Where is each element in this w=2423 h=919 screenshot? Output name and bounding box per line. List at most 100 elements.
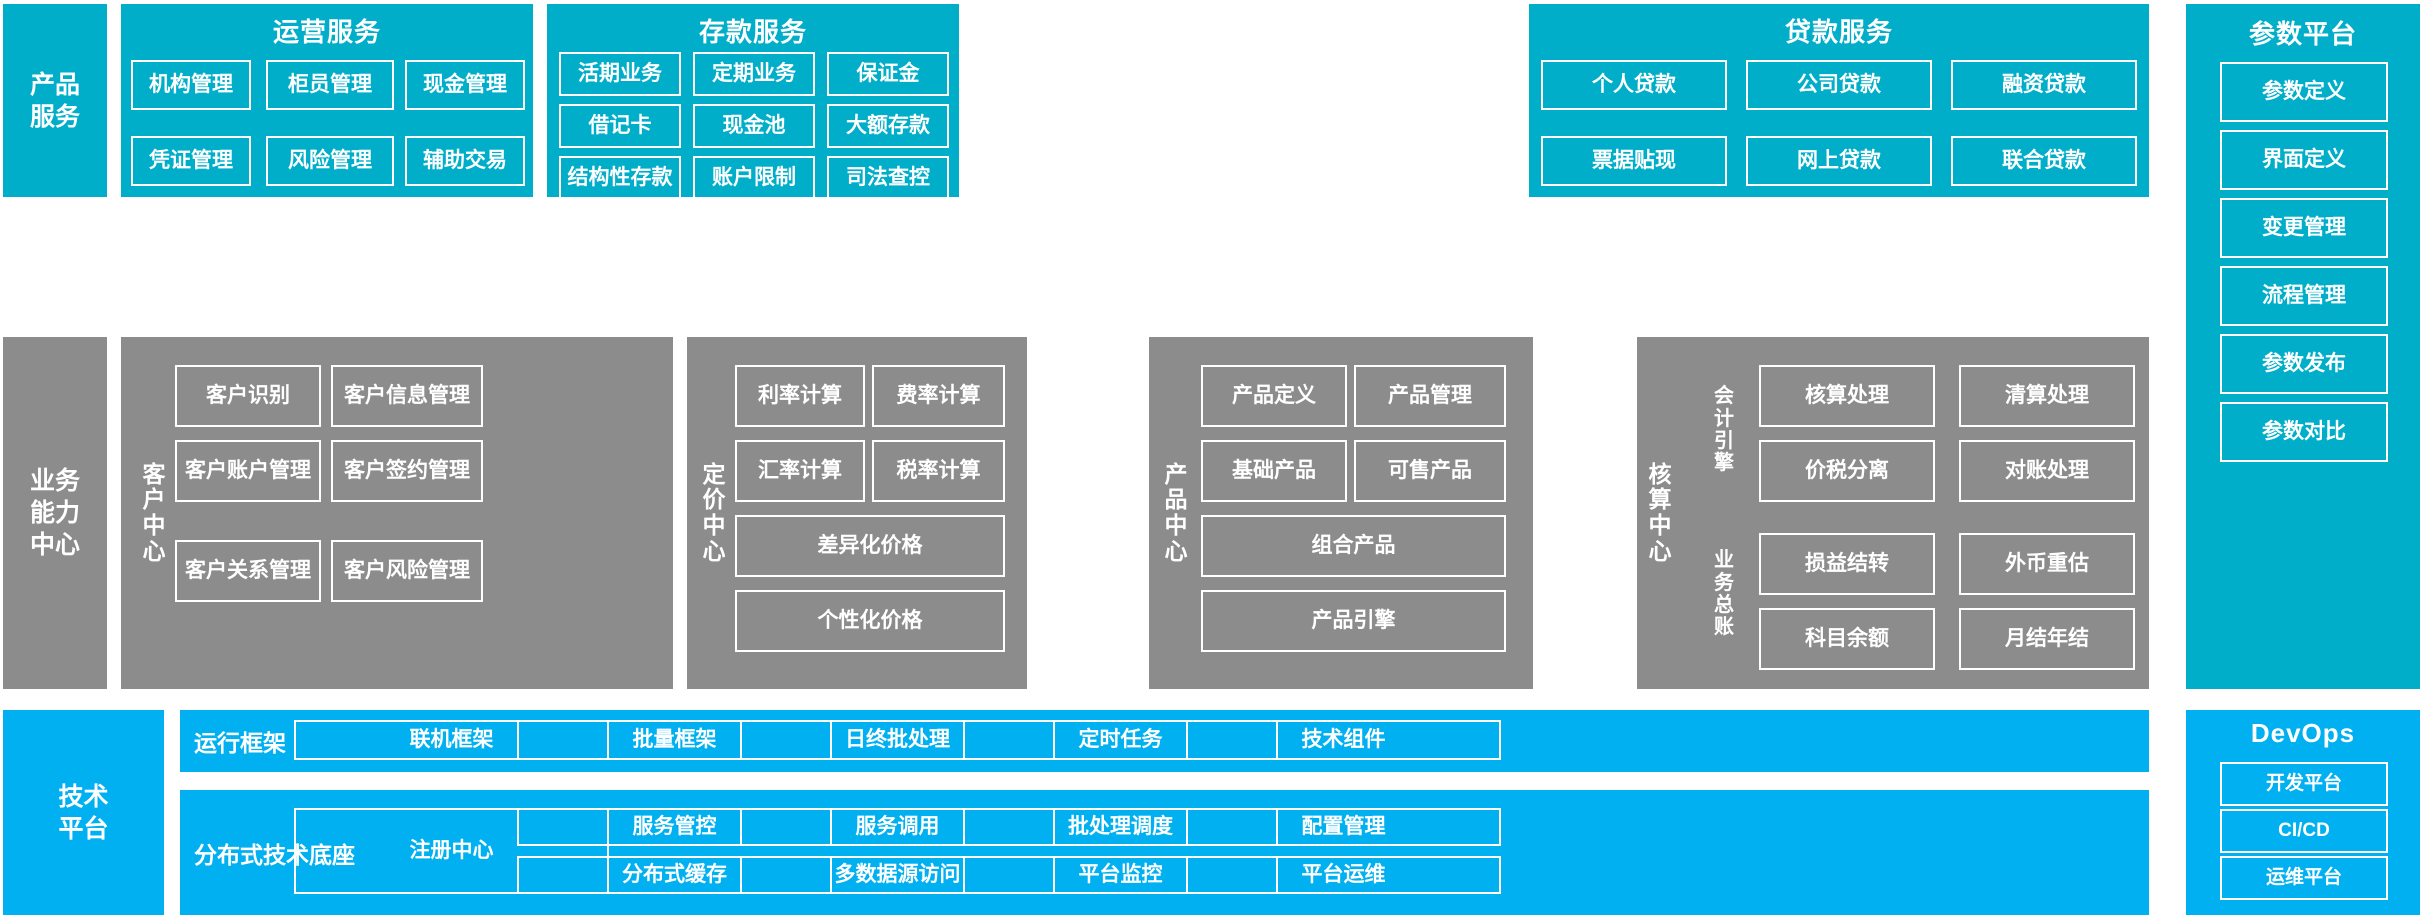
tile-xianjin-guanli[interactable]: 现金管理 bbox=[405, 60, 525, 110]
tile-jiemian-dingyi[interactable]: 界面定义 bbox=[2220, 130, 2388, 190]
tile-pingtai-jiankong[interactable]: 平台监控 bbox=[963, 856, 1278, 894]
tile-liucheng-guanli[interactable]: 流程管理 bbox=[2220, 266, 2388, 326]
group-title-deposit-service: 存款服务 bbox=[698, 17, 807, 47]
tile-kehu-zhanghu-guanli[interactable]: 客户账户管理 bbox=[175, 440, 321, 502]
vlabel-customer-center: 客 户 中 心 bbox=[142, 460, 166, 564]
tile-canshu-dingyi[interactable]: 参数定义 bbox=[2220, 62, 2388, 122]
vlabel-accounting-center: 核 算 中 心 bbox=[1648, 460, 1672, 564]
tile-sunyi-jiezhuan[interactable]: 损益结转 bbox=[1759, 533, 1935, 595]
tile-shuilv-jisuan[interactable]: 税率计算 bbox=[872, 440, 1005, 502]
tile-feilv-jisuan[interactable]: 费率计算 bbox=[872, 365, 1005, 427]
tile-peizhi-guanli[interactable]: 配置管理 bbox=[1186, 808, 1501, 846]
group-title-devops: DevOps bbox=[2250, 718, 2356, 748]
tile-daee-cunkuan[interactable]: 大额存款 bbox=[827, 104, 949, 148]
tile-keshou-chanpin[interactable]: 可售产品 bbox=[1354, 440, 1506, 502]
tile-jishu-zujian[interactable]: 技术组件 bbox=[1186, 720, 1501, 760]
label-distributed-foundation: 分布式技术底座 bbox=[194, 841, 355, 868]
row-distributed-foundation: 分布式技术底座 注册中心 服务管控 服务调用 批处理调度 配置管理 分布式缓存 … bbox=[180, 790, 2149, 915]
tile-fuwu-guankong[interactable]: 服务管控 bbox=[517, 808, 832, 846]
tile-baozhengjin[interactable]: 保证金 bbox=[827, 52, 949, 96]
tile-lianhe-daikuan[interactable]: 联合贷款 bbox=[1951, 136, 2137, 186]
tile-ci-cd[interactable]: CI/CD bbox=[2220, 809, 2388, 853]
tile-duoshujuyuan-fangwen[interactable]: 多数据源访问 bbox=[740, 856, 1055, 894]
group-accounting-center: 核 算 中 心 会 计 引 擎 业 务 总 账 核算处理 清算处理 价税分离 对… bbox=[1637, 337, 2149, 689]
tile-rizhong-pichuli[interactable]: 日终批处理 bbox=[740, 720, 1055, 760]
tile-kehu-shibie[interactable]: 客户识别 bbox=[175, 365, 321, 427]
tile-piaoju-tiexian[interactable]: 票据贴现 bbox=[1541, 136, 1727, 186]
layer-spine-product-service: 产品 服务 bbox=[3, 4, 107, 197]
tile-jiashui-fenli[interactable]: 价税分离 bbox=[1759, 440, 1935, 502]
tile-fuzhu-jiaoyi[interactable]: 辅助交易 bbox=[405, 136, 525, 186]
tile-kemu-yue[interactable]: 科目余额 bbox=[1759, 608, 1935, 670]
tile-chayihua-jiage[interactable]: 差异化价格 bbox=[735, 515, 1005, 577]
tile-jiegouxing-cunkuan[interactable]: 结构性存款 bbox=[559, 156, 681, 200]
group-loan-service: 贷款服务 个人贷款 公司贷款 融资贷款 票据贴现 网上贷款 联合贷款 bbox=[1529, 4, 2149, 197]
tile-gongsi-daikuan[interactable]: 公司贷款 bbox=[1746, 60, 1932, 110]
tile-gexinghua-jiage[interactable]: 个性化价格 bbox=[735, 590, 1005, 652]
spine-line-1: 业务 bbox=[29, 467, 80, 495]
group-deposit-service: 存款服务 活期业务 定期业务 保证金 借记卡 现金池 大额存款 结构性存款 账户… bbox=[547, 4, 959, 200]
tile-kehu-xinxi-guanli[interactable]: 客户信息管理 bbox=[331, 365, 483, 427]
tile-pingtai-yunwei[interactable]: 平台运维 bbox=[1186, 856, 1501, 894]
tile-xianjinchi[interactable]: 现金池 bbox=[693, 104, 815, 148]
tile-chanpin-guanli[interactable]: 产品管理 bbox=[1354, 365, 1506, 427]
layer-spine-business-capability: 业务 能力 中心 bbox=[3, 337, 107, 689]
tile-pichuli-diaodu[interactable]: 批处理调度 bbox=[963, 808, 1278, 846]
tile-yunwei-pingtai[interactable]: 运维平台 bbox=[2220, 856, 2388, 900]
tile-fenbushi-huancun[interactable]: 分布式缓存 bbox=[517, 856, 832, 894]
tile-lilv-jisuan[interactable]: 利率计算 bbox=[735, 365, 865, 427]
tile-zhanghu-xianzhi[interactable]: 账户限制 bbox=[693, 156, 815, 200]
tile-piliang-kuangjia[interactable]: 批量框架 bbox=[517, 720, 832, 760]
vlabel-business-ledger: 业 务 总 账 bbox=[1714, 549, 1734, 639]
tile-biangeng-guanli[interactable]: 变更管理 bbox=[2220, 198, 2388, 258]
tile-chanpin-yinqing[interactable]: 产品引擎 bbox=[1201, 590, 1506, 652]
tile-waibi-chonggu[interactable]: 外币重估 bbox=[1959, 533, 2135, 595]
tile-fengxian-guanli[interactable]: 风险管理 bbox=[266, 136, 394, 186]
tile-dingqi-yewu[interactable]: 定期业务 bbox=[693, 52, 815, 96]
group-customer-center: 客 户 中 心 客户识别 客户信息管理 客户账户管理 客户签约管理 客户关系管理… bbox=[121, 337, 673, 689]
spine-line-2: 平台 bbox=[58, 814, 109, 843]
group-title-parameter-platform: 参数平台 bbox=[2248, 19, 2357, 49]
tile-pingzheng-guanli[interactable]: 凭证管理 bbox=[131, 136, 251, 186]
tile-rongzi-daikuan[interactable]: 融资贷款 bbox=[1951, 60, 2137, 110]
tile-canshu-duibi[interactable]: 参数对比 bbox=[2220, 402, 2388, 462]
vlabel-pricing-center: 定 价 中 心 bbox=[702, 460, 726, 564]
tile-yuejie-nianjie[interactable]: 月结年结 bbox=[1959, 608, 2135, 670]
tile-kehu-qianyue-guanli[interactable]: 客户签约管理 bbox=[331, 440, 483, 502]
label-runtime-framework: 运行框架 bbox=[194, 730, 286, 756]
tile-duizhang-chuli[interactable]: 对账处理 bbox=[1959, 440, 2135, 502]
spine-line-3: 中心 bbox=[29, 531, 80, 559]
vlabel-product-center: 产 品 中 心 bbox=[1164, 460, 1188, 564]
tile-wangshang-daikuan[interactable]: 网上贷款 bbox=[1746, 136, 1932, 186]
tile-zuhe-chanpin[interactable]: 组合产品 bbox=[1201, 515, 1506, 577]
tile-huoqi-yewu[interactable]: 活期业务 bbox=[559, 52, 681, 96]
tile-dingshi-renwu[interactable]: 定时任务 bbox=[963, 720, 1278, 760]
tile-kehu-guanxi-guanli[interactable]: 客户关系管理 bbox=[175, 540, 321, 602]
group-operations-service: 运营服务 机构管理 柜员管理 现金管理 凭证管理 风险管理 辅助交易 bbox=[121, 4, 533, 197]
layer-spine-tech-platform: 技术 平台 bbox=[3, 710, 164, 915]
tile-chanpin-dingyi[interactable]: 产品定义 bbox=[1201, 365, 1347, 427]
tile-huilv-jisuan[interactable]: 汇率计算 bbox=[735, 440, 865, 502]
tile-jigou-guanli[interactable]: 机构管理 bbox=[131, 60, 251, 110]
tile-sifa-chakong[interactable]: 司法查控 bbox=[827, 156, 949, 200]
tile-zhuce-zhongxin[interactable]: 注册中心 bbox=[294, 808, 609, 894]
tile-kehu-fengxian-guanli[interactable]: 客户风险管理 bbox=[331, 540, 483, 602]
group-product-center: 产 品 中 心 产品定义 产品管理 基础产品 可售产品 组合产品 产品引擎 bbox=[1149, 337, 1533, 689]
spine-line-1: 产品 bbox=[29, 70, 80, 99]
group-parameter-platform: 参数平台 参数定义 界面定义 变更管理 流程管理 参数发布 参数对比 bbox=[2186, 4, 2420, 689]
tile-jichu-chanpin[interactable]: 基础产品 bbox=[1201, 440, 1347, 502]
group-devops: DevOps 开发平台 CI/CD 运维平台 bbox=[2186, 710, 2420, 915]
group-pricing-center: 定 价 中 心 利率计算 费率计算 汇率计算 税率计算 差异化价格 个性化价格 bbox=[687, 337, 1027, 689]
tile-lianji-kuangjia[interactable]: 联机框架 bbox=[294, 720, 609, 760]
tile-guiyuan-guanli[interactable]: 柜员管理 bbox=[266, 60, 394, 110]
spine-line-1: 技术 bbox=[58, 782, 109, 811]
tile-canshu-fabu[interactable]: 参数发布 bbox=[2220, 334, 2388, 394]
tile-kaifa-pingtai[interactable]: 开发平台 bbox=[2220, 762, 2388, 806]
tile-fuwu-diaoyong[interactable]: 服务调用 bbox=[740, 808, 1055, 846]
tile-jijika[interactable]: 借记卡 bbox=[559, 104, 681, 148]
tile-hesuan-chuli[interactable]: 核算处理 bbox=[1759, 365, 1935, 427]
tile-qingsuan-chuli[interactable]: 清算处理 bbox=[1959, 365, 2135, 427]
tile-geren-daikuan[interactable]: 个人贷款 bbox=[1541, 60, 1727, 110]
vlabel-accounting-engine: 会 计 引 擎 bbox=[1714, 385, 1734, 475]
